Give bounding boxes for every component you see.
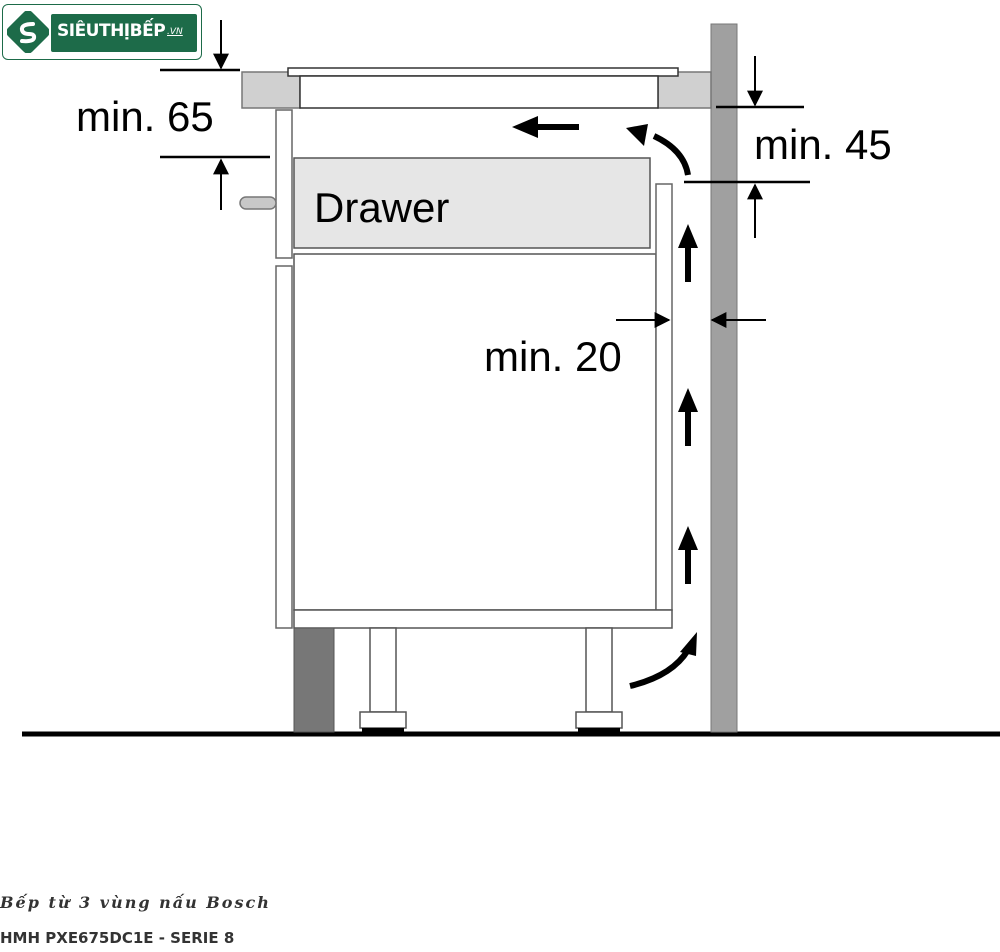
cabinet-base — [293, 609, 673, 629]
installation-diagram: Drawer min. 65 min. 45 min. 20 — [22, 20, 1000, 737]
worktop-right — [657, 71, 712, 109]
brand-logo: SIÊUTHỊBẾP .VN — [2, 4, 202, 60]
cabinet-front-lower — [275, 265, 293, 629]
cabinet-front-upper — [275, 109, 293, 259]
caption-model: HMH PXE675DC1E - SERIE 8 — [0, 929, 235, 947]
drawer-label: Drawer — [314, 184, 449, 231]
logo-bar — [51, 14, 197, 52]
dimension-label-side-gap: min. 20 — [484, 333, 622, 380]
dimension-top-right — [684, 56, 810, 238]
hob-body — [299, 75, 659, 109]
cabinet-body — [293, 253, 657, 611]
drawer-handle — [239, 196, 277, 210]
plinth — [293, 627, 335, 733]
caption-product-type: Bếp từ 3 vùng nấu Bosch — [0, 893, 271, 912]
cabinet-back-panel — [655, 183, 673, 611]
dimension-label-top-left: min. 65 — [76, 93, 214, 140]
cabinet-leg-right — [575, 627, 623, 732]
dimension-top-left — [160, 20, 270, 210]
worktop-left — [241, 71, 301, 109]
cabinet-leg-left — [359, 627, 407, 732]
wall — [710, 23, 738, 733]
s-mark-icon — [7, 11, 49, 53]
logo-brand-text: SIÊUTHỊBẾP — [57, 21, 166, 41]
airflow-arrows — [512, 116, 698, 689]
hob-glass — [287, 67, 679, 77]
dimension-label-top-right: min. 45 — [754, 121, 892, 168]
logo-suffix-text: .VN — [167, 27, 183, 37]
drawer — [293, 157, 651, 249]
